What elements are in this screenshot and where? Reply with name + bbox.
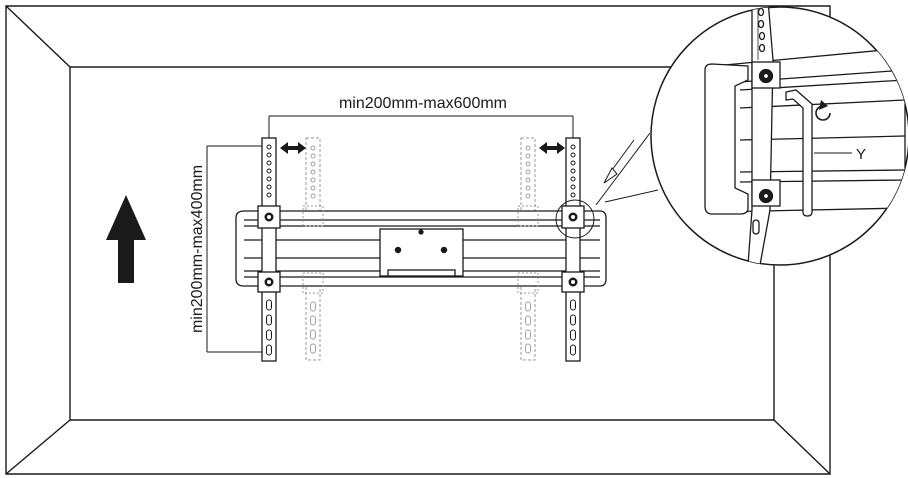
bracket-holes-left [266, 144, 272, 356]
detail-callout [555, 132, 651, 239]
double-arrow-icon [539, 142, 565, 154]
horizontal-dimension-label: min200mm-max600mm [339, 95, 507, 112]
rotate-icon [815, 100, 831, 121]
horizontal-dimension [268, 115, 574, 138]
ghost-holes [310, 145, 531, 354]
vertical-bracket-left [257, 137, 281, 362]
vertical-dimension-label: min200mm-max400mm [189, 165, 206, 333]
bracket-holes-right [570, 144, 576, 356]
wall-plate [235, 210, 607, 287]
vertical-dimension [206, 145, 262, 353]
up-arrow-icon [106, 195, 146, 283]
magnified-detail: Y [650, 6, 908, 266]
ghost-clamps [302, 205, 539, 294]
vertical-bracket-right [561, 137, 585, 362]
double-arrow-icon [280, 142, 306, 154]
callout-part-label: Y [856, 146, 866, 163]
callout-pointer-arrow [603, 139, 659, 203]
